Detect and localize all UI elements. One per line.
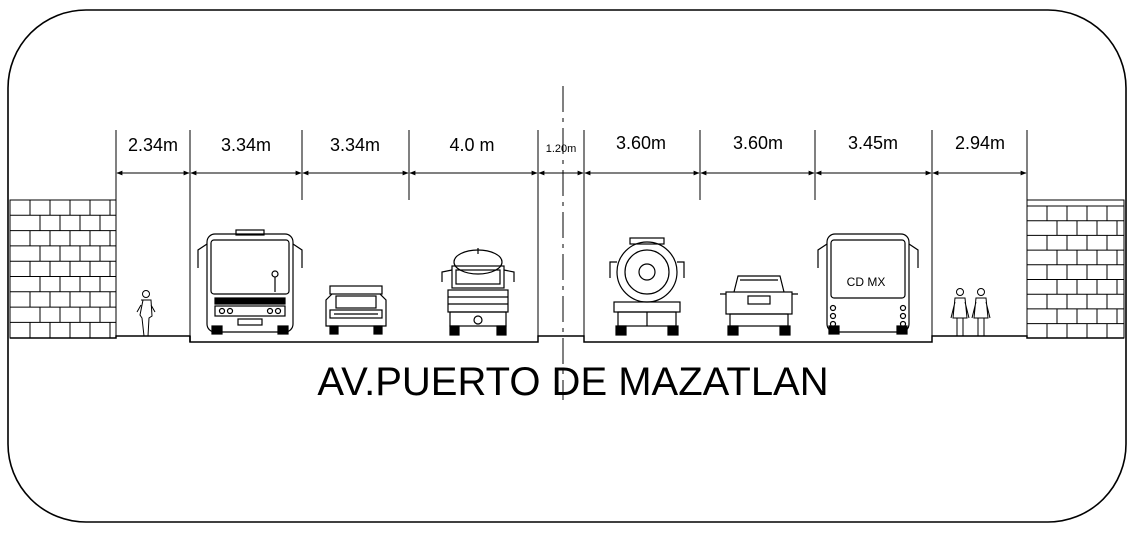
dim-label-2: 3.34m (221, 135, 271, 155)
pedestrian-left-icon (136, 290, 156, 337)
dim-label-5: 1.20m (546, 143, 577, 155)
extension-lines (115, 130, 1028, 336)
dim-label-6: 3.60m (616, 133, 666, 153)
dim-label-8: 3.45m (848, 133, 898, 153)
dim-label-1: 2.34m (128, 135, 178, 155)
dim-label-9: 2.94m (955, 133, 1005, 153)
tanker-truck-left-icon (441, 248, 515, 336)
street-name: AV.PUERTO DE MAZATLAN (317, 360, 828, 404)
car-right-icon (720, 275, 798, 336)
pickup-truck-icon (325, 285, 387, 335)
left-building (9, 199, 117, 339)
dim-label-7: 3.60m (733, 133, 783, 153)
dimension-labels: 2.34m 3.34m 3.34m 4.0 m 1.20m 3.60m 3.60… (128, 133, 1005, 155)
drawing-frame (7, 9, 1127, 523)
ground-line (10, 335, 1124, 343)
right-building (1026, 199, 1125, 339)
bus-right-icon (817, 233, 919, 335)
dim-label-4: 4.0 m (449, 135, 494, 155)
pedestrians-right-icon (950, 288, 991, 336)
tanker-truck-right-icon (609, 237, 685, 336)
bus-left-icon (197, 229, 303, 335)
bus-destination-sign: CD MX (847, 275, 886, 289)
dim-label-3: 3.34m (330, 135, 380, 155)
